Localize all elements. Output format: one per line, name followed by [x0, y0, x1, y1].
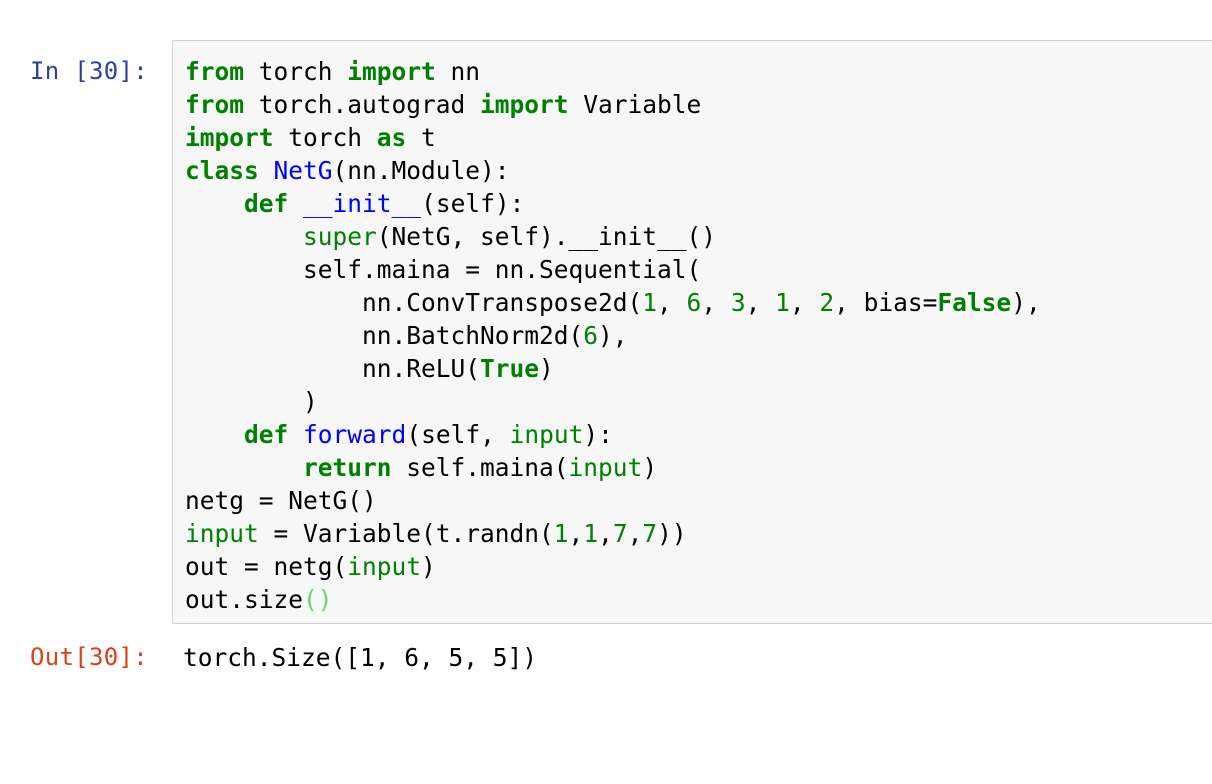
code-token: nn.ConvTranspose2d(	[185, 288, 643, 317]
code-token: self.maina = nn.Sequential(	[185, 255, 702, 284]
code-token: import	[185, 123, 274, 152]
cell-output-text: torch.Size([1, 6, 5, 5])	[183, 643, 538, 672]
code-token: NetG	[273, 156, 333, 185]
code-token: ()	[303, 585, 333, 614]
code-token: )	[185, 387, 318, 416]
code-token: out = netg(	[185, 552, 348, 581]
code-token	[185, 420, 244, 449]
code-token: input	[568, 453, 643, 482]
code-line[interactable]: nn.ReLU(True)	[185, 352, 1041, 385]
code-token: super	[303, 222, 377, 251]
code-line[interactable]: class NetG(nn.Module):	[185, 154, 1041, 187]
code-token: input	[347, 552, 422, 581]
code-token: 1	[642, 288, 658, 317]
code-line[interactable]: def __init__(self):	[185, 187, 1041, 220]
code-token: 1	[583, 519, 599, 548]
code-token: ),	[1011, 288, 1041, 317]
code-token: from	[185, 57, 245, 86]
code-token: input	[185, 519, 259, 548]
code-token: from	[185, 90, 245, 119]
code-token: out.size	[185, 585, 304, 614]
code-token	[185, 189, 244, 218]
code-token: self.maina(	[391, 453, 569, 482]
code-line[interactable]: super(NetG, self).__init__()	[185, 220, 1041, 253]
code-token: (NetG, self).__init__()	[376, 222, 717, 251]
code-token: 6	[583, 321, 599, 350]
code-token: torch	[273, 123, 377, 152]
code-line[interactable]: import torch as t	[185, 121, 1041, 154]
code-token: ,	[745, 288, 776, 317]
code-token	[185, 222, 303, 251]
code-token: def	[244, 189, 289, 218]
code-token: as	[376, 123, 407, 152]
code-token: 3	[730, 288, 746, 317]
code-token: (self):	[421, 189, 525, 218]
code-line[interactable]: input = Variable(t.randn(1,1,7,7))	[185, 517, 1041, 550]
code-token: (nn.Module):	[332, 156, 510, 185]
code-line[interactable]: netg = NetG()	[185, 484, 1041, 517]
code-token: ,	[627, 519, 643, 548]
code-token: nn.ReLU(	[185, 354, 481, 383]
code-token: ,	[701, 288, 731, 317]
code-token: forward	[303, 420, 407, 449]
code-token	[288, 420, 303, 449]
code-token: torch.autograd	[244, 90, 481, 119]
code-token: 7	[612, 519, 628, 548]
code-token: torch	[244, 57, 348, 86]
code-token: ):	[583, 420, 613, 449]
code-token: ,	[568, 519, 584, 548]
code-token: 7	[642, 519, 658, 548]
code-token: , bias=	[834, 288, 938, 317]
code-token: )	[539, 354, 554, 383]
code-token	[185, 453, 303, 482]
code-token: )	[421, 552, 436, 581]
code-line[interactable]: out = netg(input)	[185, 550, 1041, 583]
code-line[interactable]: from torch.autograd import Variable	[185, 88, 1041, 121]
code-token: = Variable(t.randn(	[258, 519, 554, 548]
code-token: ,	[657, 288, 687, 317]
code-token	[259, 156, 274, 185]
output-prompt: Out[30]:	[30, 643, 148, 671]
code-token: )	[642, 453, 658, 482]
code-token: nn.BatchNorm2d(	[185, 321, 584, 350]
code-token: input	[509, 420, 584, 449]
code-token: False	[937, 288, 1012, 317]
code-token: ),	[598, 321, 628, 350]
code-token: True	[480, 354, 540, 383]
code-token: t	[406, 123, 436, 152]
code-token: 1	[553, 519, 569, 548]
code-line[interactable]: nn.ConvTranspose2d(1, 6, 3, 1, 2, bias=F…	[185, 286, 1041, 319]
input-prompt: In [30]:	[30, 57, 148, 85]
code-token: import	[347, 57, 436, 86]
code-token: nn	[435, 57, 481, 86]
code-token: (self,	[406, 420, 510, 449]
code-token: return	[303, 453, 392, 482]
code-line[interactable]: return self.maina(input)	[185, 451, 1041, 484]
code-token: 6	[686, 288, 702, 317]
code-token: def	[244, 420, 289, 449]
code-token: Variable	[568, 90, 702, 119]
code-line[interactable]: out.size()	[185, 583, 1041, 616]
code-token	[288, 189, 303, 218]
code-token: netg = NetG()	[185, 486, 377, 515]
code-token: 2	[819, 288, 835, 317]
code-line[interactable]: self.maina = nn.Sequential(	[185, 253, 1041, 286]
code-token: class	[185, 156, 259, 185]
code-token: 1	[775, 288, 790, 317]
code-line[interactable]: nn.BatchNorm2d(6),	[185, 319, 1041, 352]
code-line[interactable]: from torch import nn	[185, 55, 1041, 88]
code-token: ,	[598, 519, 613, 548]
code-token: ,	[789, 288, 820, 317]
code-line[interactable]: def forward(self, input):	[185, 418, 1041, 451]
code-token: ))	[657, 519, 687, 548]
code-line[interactable]: )	[185, 385, 1041, 418]
code-token: __init__	[303, 189, 422, 218]
code-token: import	[480, 90, 569, 119]
